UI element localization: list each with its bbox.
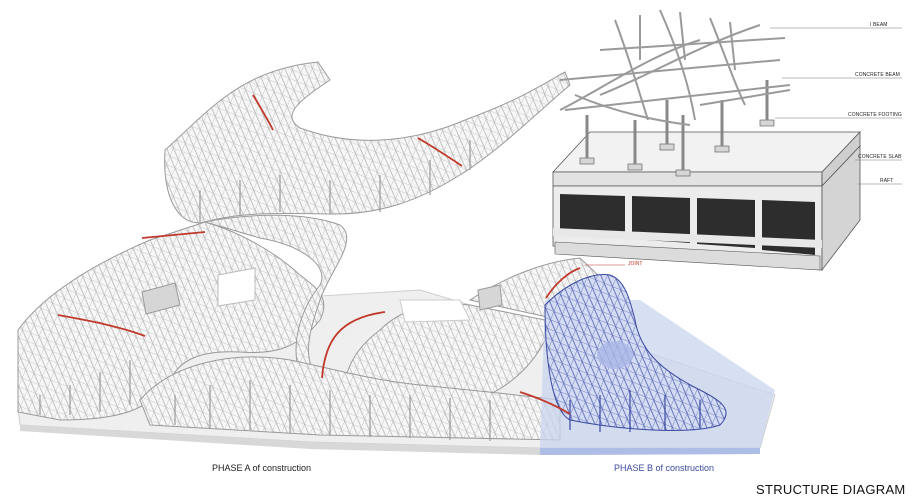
canopy-centre xyxy=(204,214,546,405)
joint-line-left-2 xyxy=(57,314,146,337)
callout-concrete-slab: CONCRETE SLAB xyxy=(858,154,902,160)
callout-i-beam: I BEAM xyxy=(870,22,888,28)
footing-pads xyxy=(579,119,775,177)
joint-line-left-1 xyxy=(141,231,206,239)
phase-b-zone xyxy=(540,274,775,455)
column-array-phase-b xyxy=(569,390,701,432)
i-beam-frame xyxy=(559,9,791,126)
joint-line-upper-right xyxy=(417,137,463,167)
canopy-bottom-wing xyxy=(139,356,561,441)
joint-line-upper-left xyxy=(252,94,274,131)
canopy-upper-wing xyxy=(164,61,571,224)
phase-b-label: PHASE B of construction xyxy=(614,463,715,473)
joint-line-phase-b-bottom xyxy=(519,391,571,415)
joint-line-phase-b-top xyxy=(545,267,581,299)
joint-line-centre xyxy=(321,311,386,379)
interior-blocks xyxy=(141,267,503,323)
callout-raft: RAFT xyxy=(880,178,894,184)
detail-inset xyxy=(552,9,902,272)
callout-concrete-beam: CONCRETE BEAM xyxy=(855,72,900,78)
phase-a-label: PHASE A of construction xyxy=(212,463,312,473)
callout-concrete-footing: CONCRETE FOOTING xyxy=(848,112,902,118)
column-array xyxy=(39,140,491,441)
callout-leaders xyxy=(770,27,902,185)
diagram-title: STRUCTURE DIAGRAM xyxy=(756,482,906,497)
joint-lines xyxy=(57,94,581,415)
joint-label: JOINT xyxy=(628,261,643,267)
